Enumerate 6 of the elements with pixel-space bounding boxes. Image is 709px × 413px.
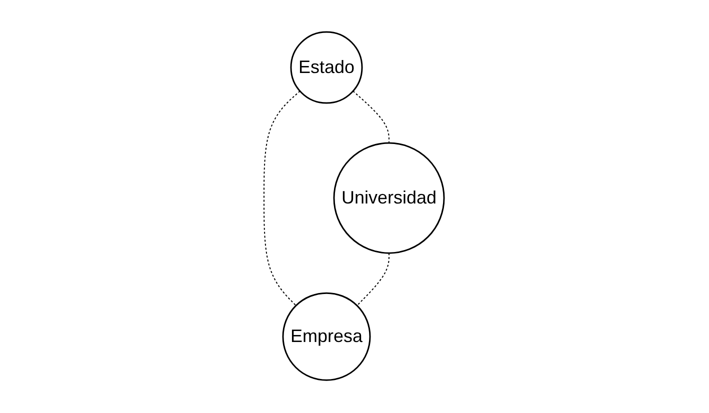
connector (264, 91, 301, 307)
connector (357, 253, 390, 307)
node-circle: Universidad (334, 142, 446, 254)
node-circle: Estado (290, 32, 364, 104)
node-circle: Empresa (282, 292, 372, 382)
connector (353, 91, 390, 144)
